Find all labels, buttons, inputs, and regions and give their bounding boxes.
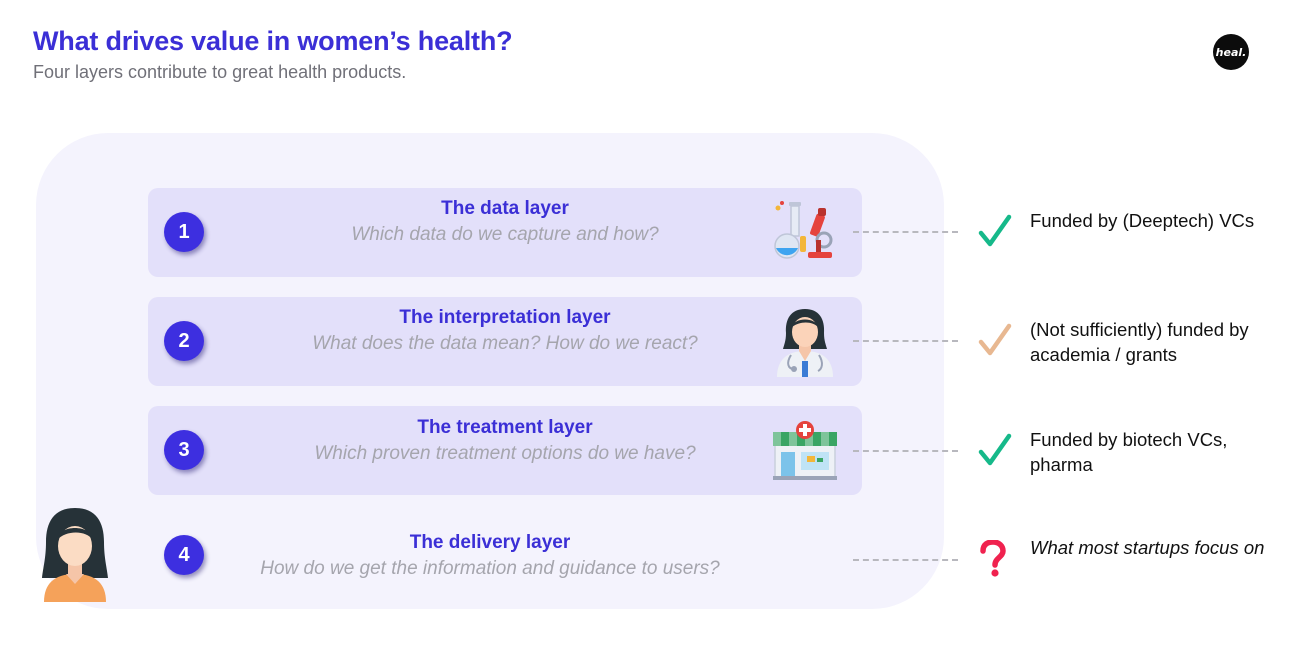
heal-logo: heal.	[1213, 34, 1249, 70]
layer-question: Which proven treatment options do we hav…	[314, 443, 696, 464]
woman-user-icon	[42, 508, 108, 602]
layer-question: What does the data mean? How do we react…	[312, 333, 698, 354]
funding-status: What most startups focus on	[1030, 537, 1265, 558]
red-question-icon	[980, 540, 1006, 577]
connector-line	[853, 231, 958, 233]
lab-microscope-icon	[774, 201, 833, 259]
doctor-icon	[777, 309, 833, 377]
tan-check-icon	[978, 323, 1012, 356]
layer-title: The delivery layer	[409, 532, 571, 553]
layer-question: How do we get the information and guidan…	[260, 558, 720, 579]
funding-status: (Not sufficiently) funded by academia / …	[1030, 319, 1249, 365]
layer-number-badge: 4	[164, 535, 204, 575]
green-check-icon	[978, 433, 1012, 466]
layer-number-badge: 3	[164, 430, 204, 470]
layer-number-badge: 2	[164, 321, 204, 361]
green-check-icon	[978, 214, 1012, 247]
funding-status: Funded by biotech VCs, pharma	[1030, 429, 1228, 475]
connector-line	[853, 559, 958, 561]
layer-card-interpretation	[148, 297, 862, 386]
layer-card-treatment	[148, 406, 862, 495]
funding-status: Funded by (Deeptech) VCs	[1030, 210, 1255, 231]
layer-title: The treatment layer	[417, 417, 593, 438]
layer-question: Which data do we capture and how?	[351, 224, 659, 245]
page-title: What drives value in women’s health?	[33, 26, 513, 56]
layer-title: The data layer	[441, 198, 569, 219]
layer-card-data	[148, 188, 862, 277]
layer-title: The interpretation layer	[399, 307, 611, 328]
connector-line	[853, 340, 958, 342]
pharmacy-icon	[773, 421, 837, 480]
connector-line	[853, 450, 958, 452]
page-subtitle: Four layers contribute to great health p…	[33, 62, 407, 82]
layer-number-badge: 1	[164, 212, 204, 252]
